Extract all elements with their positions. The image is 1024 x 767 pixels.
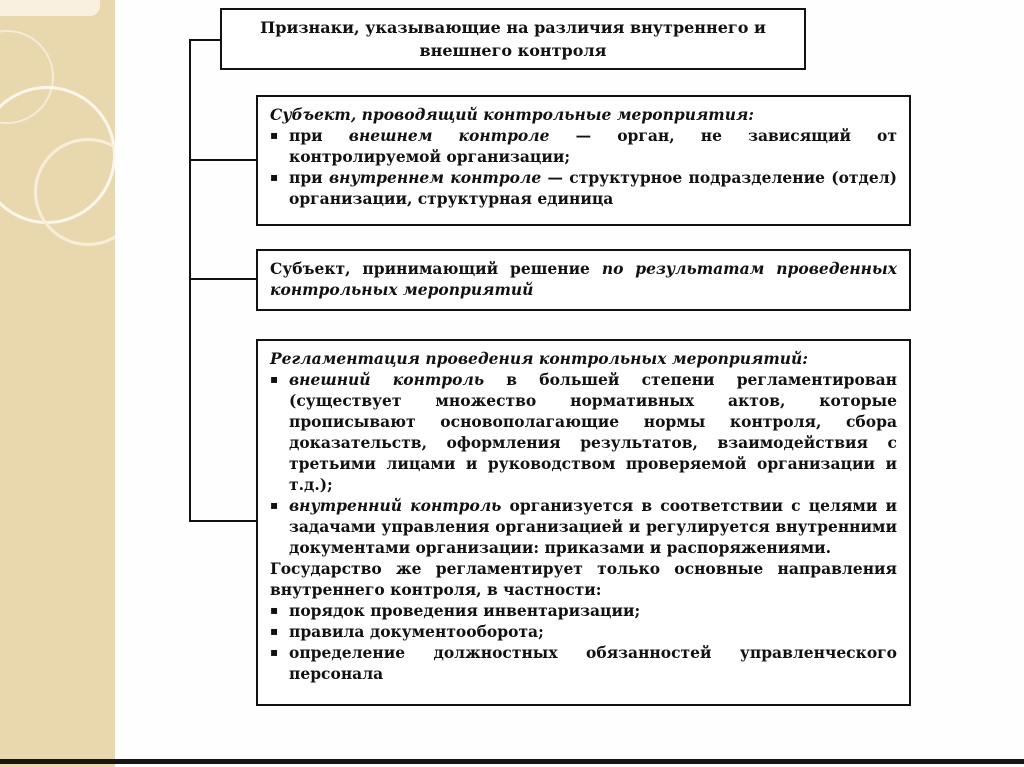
- bullet-square-icon: ▪: [270, 128, 279, 142]
- box-regulation-of-control: Регламентация проведения контрольных мер…: [256, 339, 911, 706]
- bullet-item: ▪ порядок проведения инвентаризации;: [270, 600, 897, 621]
- box1-heading: Субъект, проводящий контрольные мероприя…: [270, 105, 755, 124]
- title-box: Признаки, указывающие на различия внутре…: [220, 8, 806, 71]
- bullet-text: определение должностных обязанностей упр…: [289, 643, 897, 683]
- bullet-text: при внутреннем контроле — структурное по…: [289, 168, 897, 208]
- bullet-text: порядок проведения инвентаризации;: [289, 601, 641, 620]
- connector-to-box1-line: [189, 159, 256, 161]
- connector-to-box2-line: [189, 278, 256, 280]
- bullet-item: ▪ при внешнем контроле — орган, не завис…: [270, 125, 897, 167]
- bullet-square-icon: ▪: [270, 603, 279, 617]
- bottom-rule: [0, 759, 1024, 764]
- bullet-square-icon: ▪: [270, 624, 279, 638]
- bullet-square-icon: ▪: [270, 170, 279, 184]
- left-decorative-strip: [0, 0, 115, 767]
- bullet-item: ▪ правила документооборота;: [270, 621, 897, 642]
- box3-heading: Регламентация проведения контрольных мер…: [270, 349, 808, 368]
- bullet-item: ▪ внутренний контроль организуется в соо…: [270, 495, 897, 558]
- strip-top-accent: [0, 0, 100, 16]
- box-subject-deciding: Субъект, принимающий решение по результа…: [256, 249, 911, 311]
- bullet-item: ▪ при внутреннем контроле — структурное …: [270, 167, 897, 209]
- bullet-text: внутренний контроль организуется в соотв…: [289, 496, 897, 557]
- connector-vertical-line: [189, 39, 191, 522]
- bullet-item: ▪ определение должностных обязанностей у…: [270, 642, 897, 684]
- connector-to-box3-line: [189, 520, 256, 522]
- connector-to-title-line: [189, 39, 222, 41]
- decorative-ring-icon: [34, 138, 115, 246]
- bullet-square-icon: ▪: [270, 372, 279, 386]
- diagram-title: Признаки, указывающие на различия внутре…: [260, 18, 766, 61]
- bullet-square-icon: ▪: [270, 498, 279, 512]
- bullet-item: ▪ внешний контроль в большей степени рег…: [270, 369, 897, 495]
- bullet-text: правила документооборота;: [289, 622, 544, 641]
- bullet-square-icon: ▪: [270, 645, 279, 659]
- box-subject-conducting-control: Субъект, проводящий контрольные мероприя…: [256, 95, 911, 226]
- box2-paragraph: Субъект, принимающий решение по результа…: [270, 259, 897, 299]
- bullet-text: при внешнем контроле — орган, не зависящ…: [289, 126, 897, 166]
- box3-paragraph-state: Государство же регламентирует только осн…: [270, 559, 897, 599]
- bullet-text: внешний контроль в большей степени регла…: [289, 370, 897, 494]
